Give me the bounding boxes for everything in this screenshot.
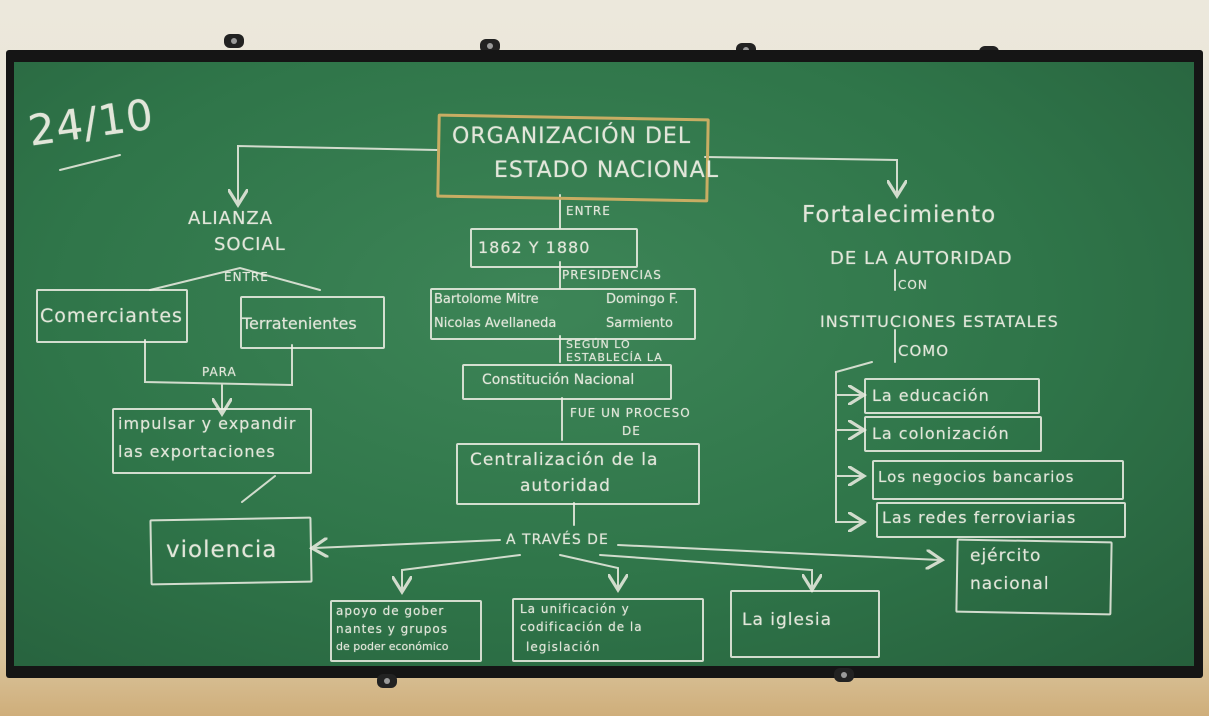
board-hook [834,668,854,682]
means-2-line-1: La unificación y [520,602,630,616]
constitution-box [462,364,672,400]
president-2: Nicolas Avellaneda [434,316,557,331]
process-line-1: FUE UN PROCESO [570,406,691,420]
centralization-line-1: Centralización de la [470,450,659,470]
means-1-line-1: apoyo de gober [336,604,445,618]
means-3-line-1: La iglesia [742,610,832,630]
institution-1: La educación [872,386,990,405]
through-label: A TRAVÉS DE [506,532,609,548]
merchants-box [36,289,188,343]
institution-2: La colonización [872,424,1010,443]
army-line-1: ejército [970,546,1042,566]
strengthening-heading-1: Fortalecimiento [802,202,997,228]
between-label-center: ENTRE [566,204,611,218]
landowners-box [240,296,385,349]
means-box-1 [330,600,482,662]
means-box-3 [730,590,880,658]
institution-box-3 [872,460,1124,500]
title-line-1: ORGANIZACIÓN DEL [452,124,692,149]
means-2-line-2: codificación de la [520,620,643,634]
process-line-2: DE [622,424,641,438]
strengthening-heading-2: DE LA AUTORIDAD [830,248,1013,269]
institution-box-1 [864,378,1040,414]
institution-4: Las redes ferroviarias [882,508,1077,527]
violence-label: violencia [166,537,278,563]
board-hook [480,39,500,53]
merchants-label: Comerciantes [40,305,183,327]
means-1-line-3: de poder económico [336,640,449,653]
president-3-line-2: Sarmiento [606,316,673,331]
institution-box-4 [876,502,1126,538]
between-label-left: ENTRE [224,270,269,284]
centralization-box [456,443,700,505]
period-box [470,228,638,268]
purpose-label: PARA [202,365,237,379]
goal-line-1: impulsar y expandir [118,414,297,433]
president-3-line-1: Domingo F. [606,292,679,307]
president-1: Bartolome Mitre [434,292,539,307]
goal-line-2: las exportaciones [118,442,276,461]
presidencies-label: PRESIDENCIAS [562,268,662,282]
alliance-heading-2: SOCIAL [214,234,286,255]
means-1-line-2: nantes y grupos [336,622,449,636]
as-label: COMO [898,342,950,360]
institutions-label: INSTITUCIONES ESTATALES [820,312,1059,331]
board-hook [377,674,397,688]
constitution-label: Constitución Nacional [482,372,635,388]
institution-3: Los negocios bancarios [878,468,1075,486]
according-line-1: SEGÚN LO [566,338,631,351]
alliance-heading-1: ALIANZA [188,208,274,229]
title-line-2: ESTADO NACIONAL [494,158,719,183]
with-label: CON [898,278,928,292]
means-box-2 [512,598,704,662]
means-2-line-3: legislación [526,640,601,654]
period-label: 1862 Y 1880 [478,238,591,257]
institution-box-2 [864,416,1042,452]
board-hook [224,34,244,48]
presidents-box [430,288,696,340]
centralization-line-2: autoridad [520,476,611,496]
army-line-2: nacional [970,574,1050,594]
landowners-label: Terratenientes [242,314,357,333]
according-line-2: ESTABLECÍA LA [566,351,663,364]
goal-box [112,408,312,474]
